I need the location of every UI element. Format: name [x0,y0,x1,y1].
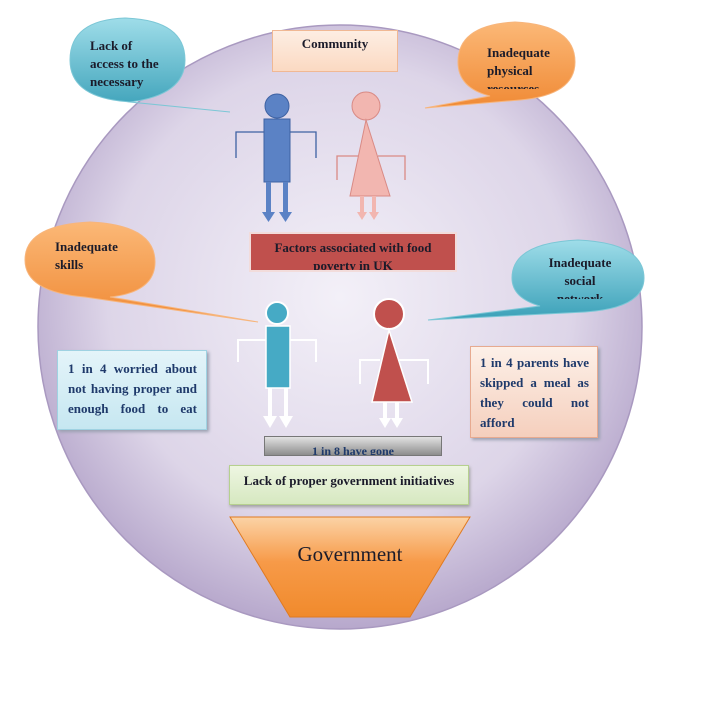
title-box: Factors associated with food poverty in … [249,232,457,272]
background-circle [37,24,643,630]
gov-initiatives-box: Lack of proper government initiatives [229,465,469,505]
speech-bubble-mid-left [24,221,259,323]
stat-box-left: 1 in 4 worried about not having proper a… [57,350,207,430]
bubble-text-mid-left: Inadequate skills [55,239,118,272]
speech-bubble-top-right [424,21,576,109]
title-text: Factors associated with food poverty in … [274,240,432,272]
stat-text-right: 1 in 4 parents have skipped a meal as th… [480,355,589,430]
bubble-text-top-left: Lack of access to the necessary [90,38,159,89]
community-label-box: Community [272,30,398,72]
gov-initiatives-text: Lack of proper government initiatives [243,473,455,488]
stat-box-center: 1 in 8 have gone [264,436,442,456]
stat-text-center: 1 in 8 have gone [311,444,394,456]
speech-bubble-mid-right [427,239,645,321]
male-figure-blue [235,93,317,222]
female-figure-red [359,298,429,428]
stat-box-right: 1 in 4 parents have skipped a meal as th… [470,346,598,438]
government-label: Government [297,542,403,566]
stat-text-left: 1 in 4 worried about not having proper a… [68,361,197,416]
speech-bubble-top-left [69,17,231,113]
bubble-text-mid-right: Inadequate social network [548,255,612,299]
community-label: Community [301,36,369,51]
female-figure-pink [336,91,406,220]
government-funnel-shape [229,516,471,618]
bubble-text-top-right: Inadequate physical resources [487,45,550,89]
male-figure-teal [237,301,317,428]
